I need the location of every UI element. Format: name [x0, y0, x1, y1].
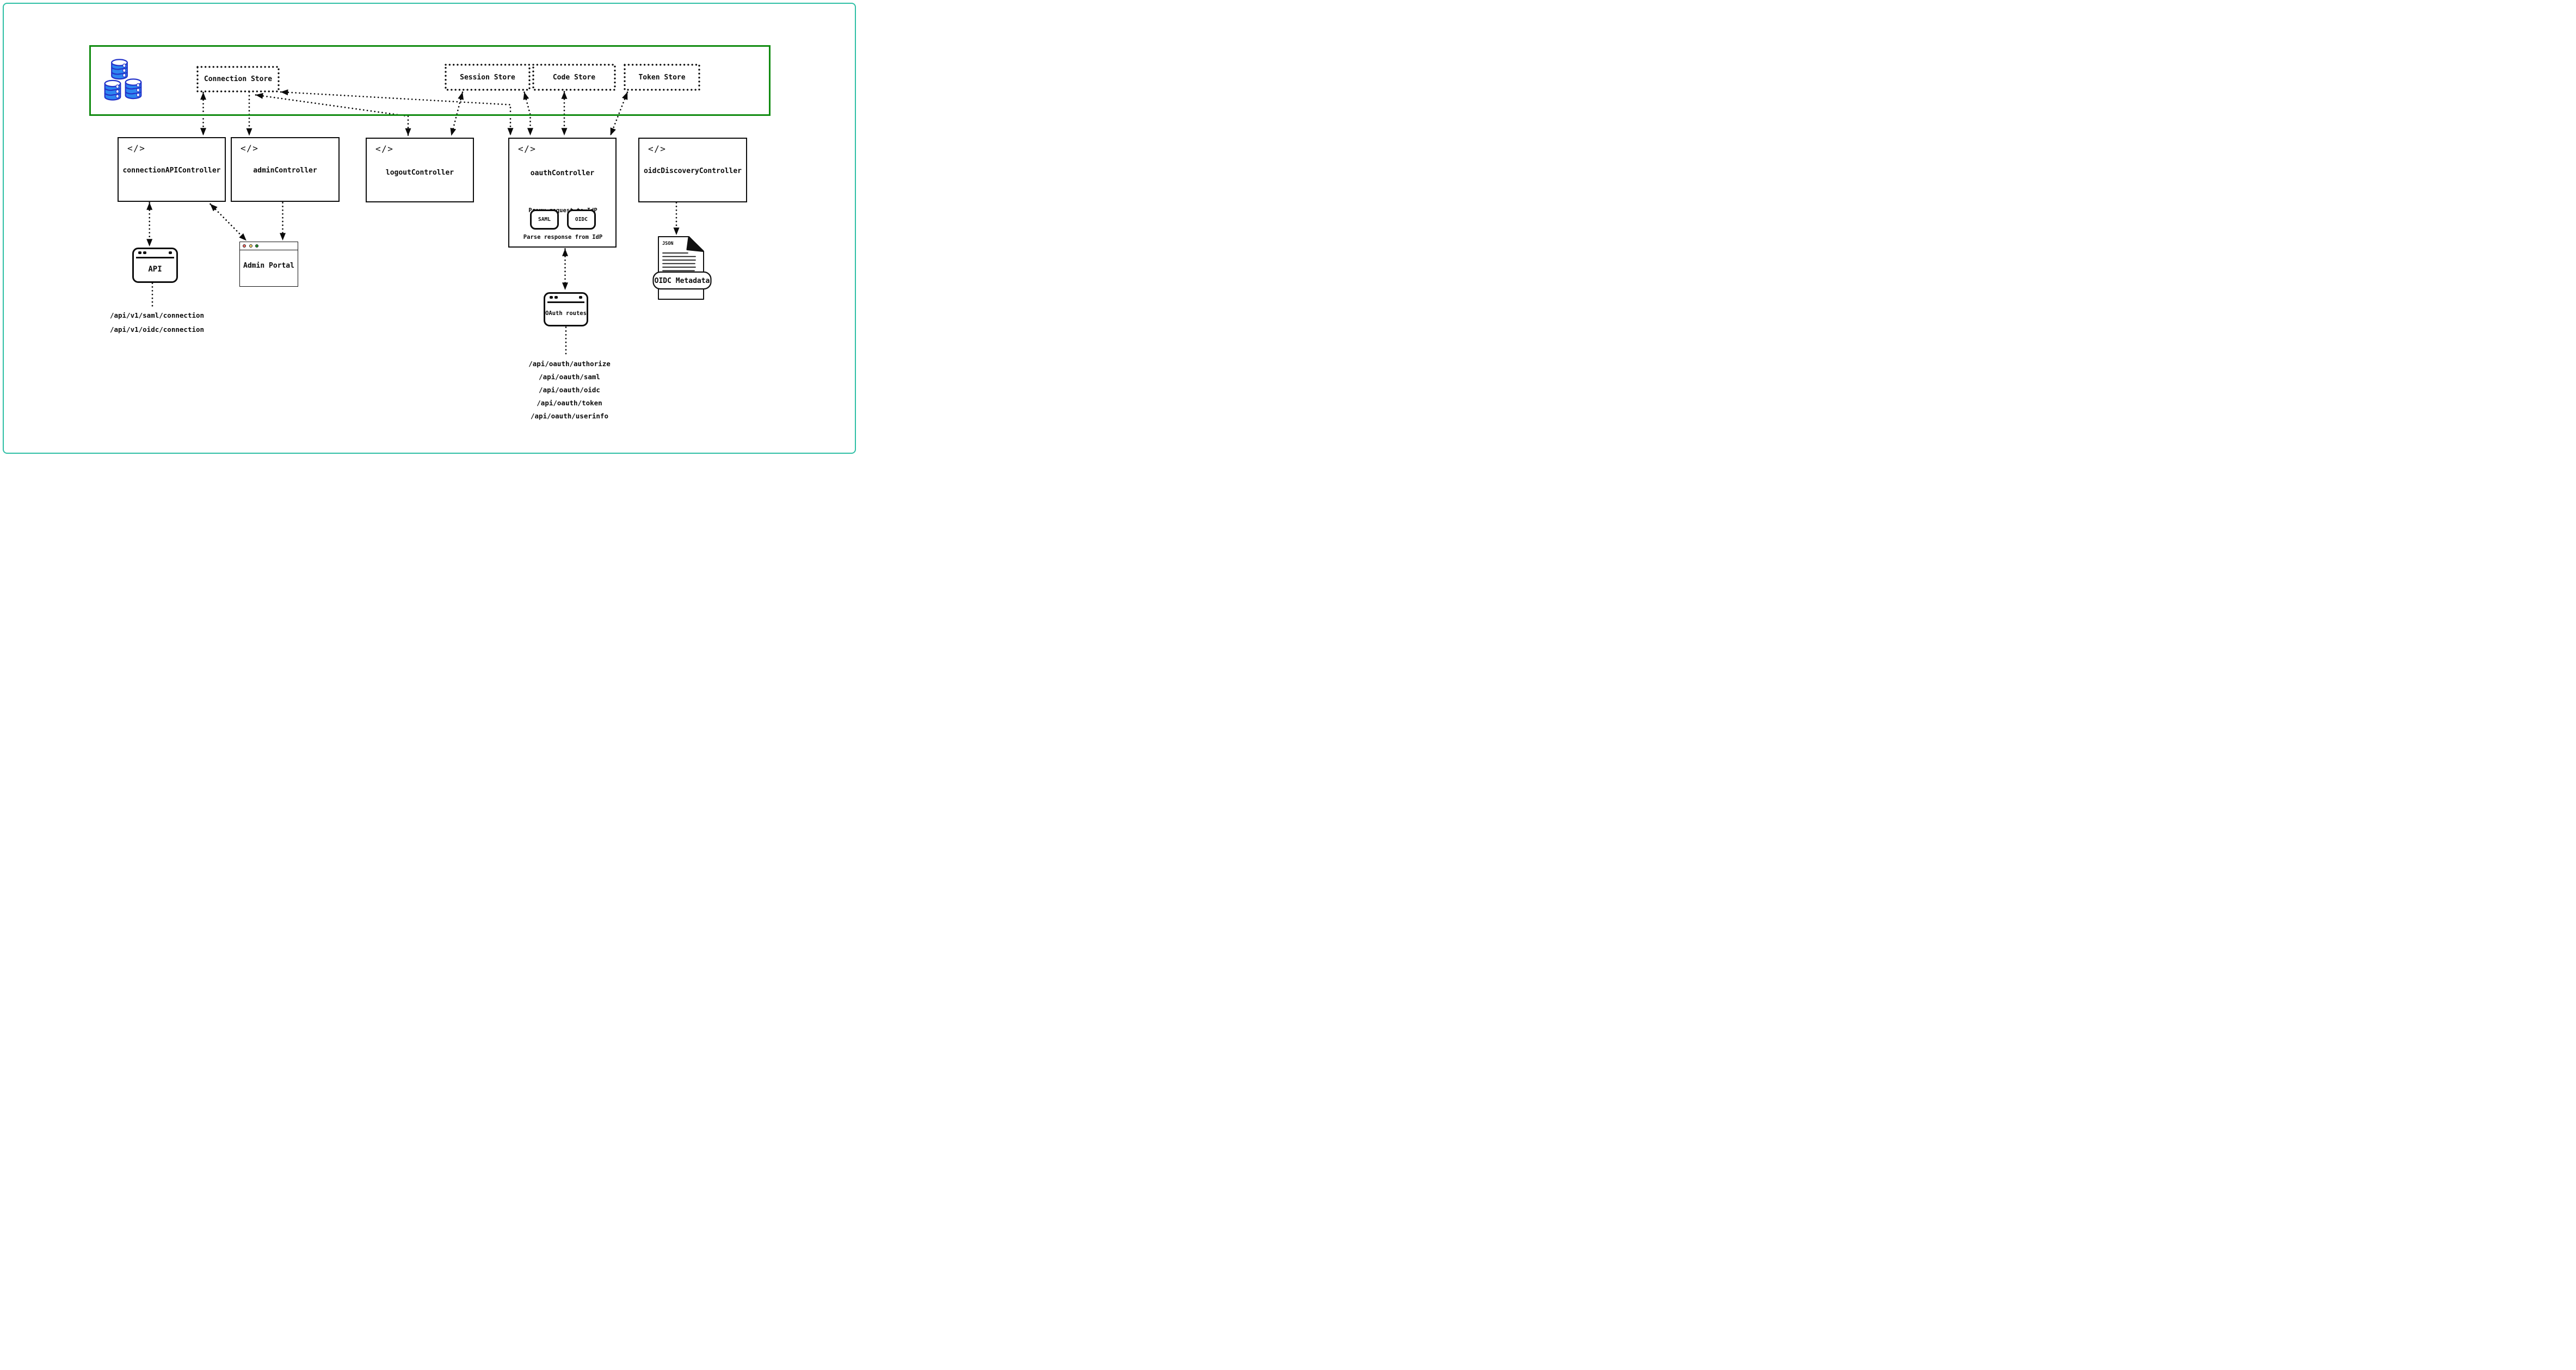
api-window-icon: API [132, 248, 178, 283]
code-store-box [532, 64, 616, 91]
oidc-box: OIDC [567, 209, 596, 230]
window-dot-icon [138, 251, 141, 254]
store-code: Code Store [552, 73, 596, 82]
window-dot-icon [550, 296, 553, 299]
arrow-session-store-oauthcontroller [523, 91, 533, 136]
json-document-icon: JSON OIDC Metadata [652, 236, 712, 300]
controller-label: oidcDiscoveryController [643, 167, 742, 175]
controller-logout: </> logoutController [366, 138, 474, 202]
code-icon: </> [375, 144, 394, 154]
browser-toolbar [136, 249, 174, 258]
route-item: /api/oauth/token [537, 399, 602, 407]
controller-label: connectionAPIController [122, 166, 221, 175]
route-item: /api/v1/oidc/connection [109, 325, 205, 334]
arrow-token-store-oauthcontroller [609, 91, 628, 136]
store-token: Token Store [638, 73, 686, 82]
window-dot-icon [579, 296, 582, 299]
controller-label: logoutController [385, 169, 454, 177]
controller-label: adminController [253, 166, 317, 175]
controller-connection-api: </> connectionAPIController [118, 137, 226, 202]
connector-layer: JSON OIDC Metadata [104, 59, 712, 355]
route-item: /api/oauth/oidc [539, 386, 600, 394]
canvas-frame [3, 3, 856, 454]
window-dot-icon [143, 251, 146, 254]
route-item: /api/oauth/saml [539, 373, 600, 381]
saml-box: SAML [530, 209, 559, 230]
window-titlebar [240, 242, 298, 250]
arrow-connection-store-logoutcontroller [255, 92, 411, 137]
close-icon [243, 244, 246, 248]
controller-label: oauthController [530, 169, 595, 177]
admin-portal-label: Admin Portal [243, 262, 294, 270]
token-store-box [624, 64, 700, 91]
parse-response-label: Parse response from IdP [523, 234, 603, 240]
connection-api-route-list: /api/v1/saml/connection /api/v1/oidc/con… [108, 308, 206, 337]
minimize-icon [249, 244, 252, 248]
connection-store-box [196, 66, 280, 92]
window-dot-icon [169, 251, 172, 254]
route-item: /api/oauth/authorize [528, 360, 611, 368]
controller-oidc-discovery: </> oidcDiscoveryController [638, 138, 747, 202]
database-icon [104, 59, 142, 101]
diagram-canvas: JSON OIDC Metadata Connection Store Sess… [0, 0, 859, 456]
code-icon: </> [518, 144, 537, 154]
admin-portal-window: Admin Portal [239, 242, 298, 287]
code-icon: </> [648, 144, 667, 154]
doc-file-type: JSON [662, 241, 673, 246]
browser-toolbar [547, 294, 584, 303]
controller-admin: </> adminController [231, 137, 340, 202]
oauth-routes-label: OAuth routes [545, 310, 587, 317]
metadata-banner-label: OIDC Metadata [655, 277, 710, 285]
store-session: Session Store [460, 73, 515, 82]
data-store-zone [89, 45, 771, 116]
controller-oauth: </> oauthController Proxy request to IdP… [508, 138, 617, 248]
oauth-routes-window-icon: OAuth routes [544, 292, 588, 326]
metadata-banner [652, 271, 712, 290]
proxy-request-label: Proxy request to IdP [528, 207, 597, 214]
arrow-session-store-logoutcontroller [450, 91, 464, 137]
route-item: /api/v1/saml/connection [109, 311, 205, 319]
api-label: API [148, 265, 162, 274]
window-dot-icon [554, 296, 558, 299]
folded-corner-icon [686, 236, 704, 252]
oauth-route-list: /api/oauth/authorize /api/oauth/saml /ap… [520, 357, 619, 423]
store-connection: Connection Store [204, 75, 273, 83]
code-icon: </> [127, 143, 146, 153]
route-item: /api/oauth/userinfo [531, 412, 608, 420]
maximize-icon [255, 244, 258, 248]
arrow-connectionapicontroller-admin-portal [209, 203, 247, 242]
code-icon: </> [241, 143, 259, 153]
